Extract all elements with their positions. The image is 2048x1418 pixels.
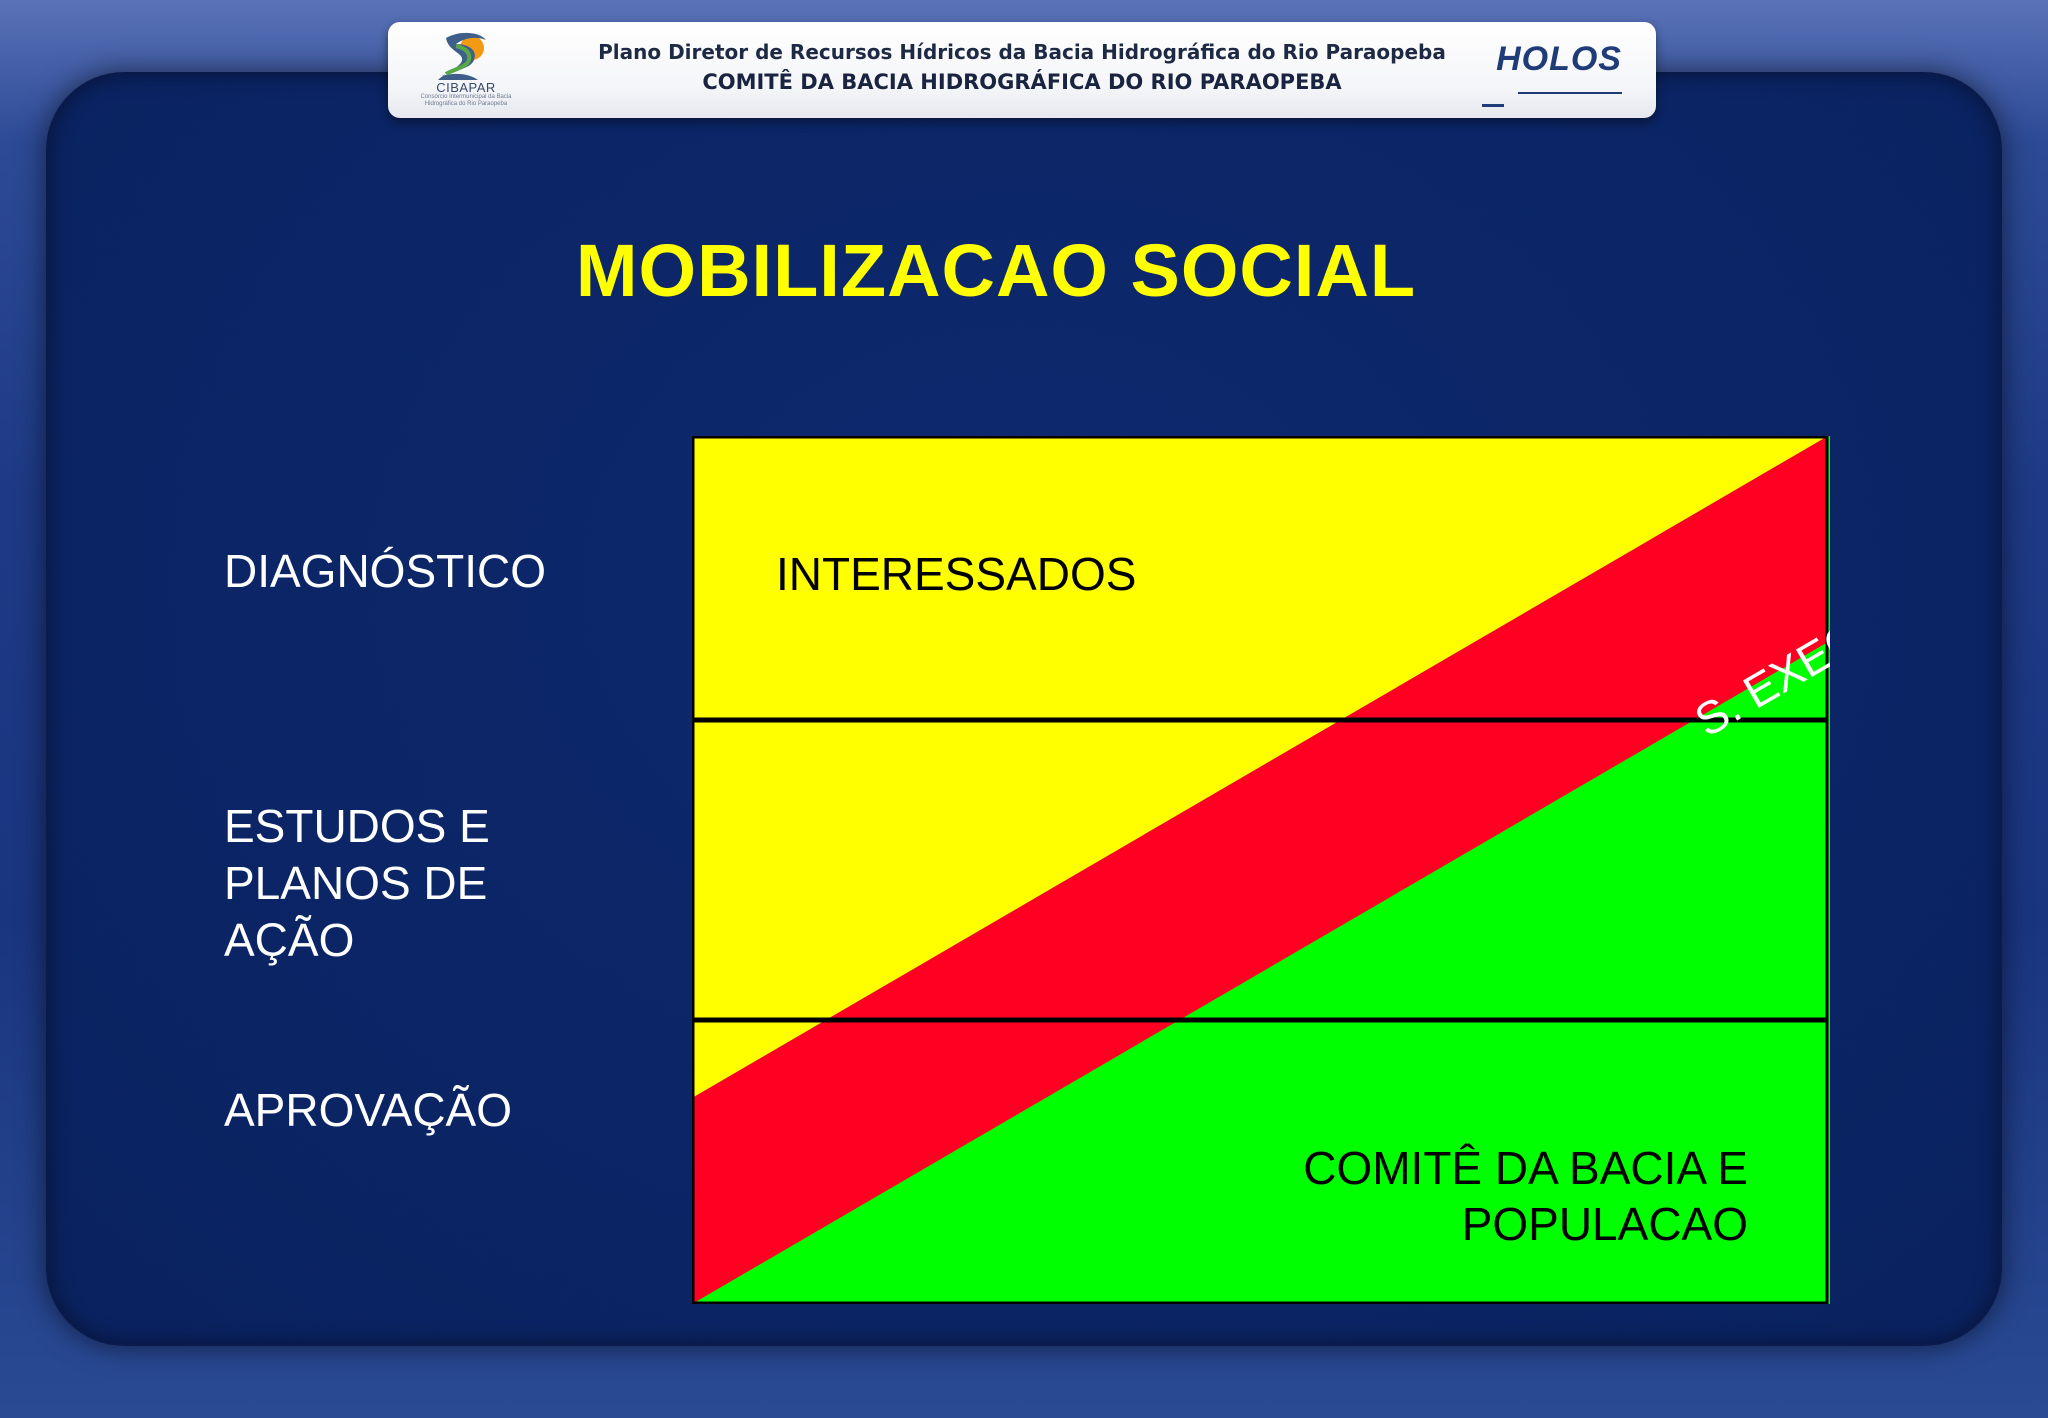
cibapar-logo-subtitle: Consórcio Intermunicipal da Bacia Hidrog… [420, 94, 512, 107]
bottom-region-label: COMITÊ DA BACIA E POPULACAO [1303, 1140, 1748, 1252]
bottom-region-label-line1: COMITÊ DA BACIA E [1303, 1142, 1748, 1194]
holos-logo: HOLOS [1482, 40, 1622, 107]
header-committee-title: COMITÊ DA BACIA HIDROGRÁFICA DO RIO PARA… [702, 70, 1342, 94]
cibapar-logo-name: CIBAPAR [436, 80, 496, 95]
cibapar-logo: CIBAPAR Consórcio Intermunicipal da Baci… [416, 26, 516, 116]
top-region-label: INTERESSADOS [776, 548, 1137, 600]
mobilization-diagram: S. EXEC. + GTAP + HOLOS INTERESSADOS COM… [692, 436, 1830, 1304]
row-label-diagnostico: DIAGNÓSTICO [224, 545, 547, 597]
holos-logo-dash [1482, 104, 1504, 107]
row-label-estudos: ESTUDOS E PLANOS DE AÇÃO [224, 798, 490, 969]
mobilization-diagram-graphic: S. EXEC. + GTAP + HOLOS [692, 436, 1830, 1304]
holos-logo-name: HOLOS [1496, 40, 1622, 78]
row-label-estudos-line1: ESTUDOS E [224, 800, 490, 852]
row-label-aprovacao: APROVAÇÃO [224, 1084, 512, 1136]
holos-logo-underline [1518, 92, 1622, 94]
diagonal-band-fill [692, 436, 1828, 1304]
bottom-region-label-line2: POPULACAO [1461, 1198, 1748, 1250]
cibapar-river-icon [438, 32, 486, 80]
header-plan-title: Plano Diretor de Recursos Hídricos da Ba… [598, 40, 1446, 64]
slide-title: MOBILIZACAO SOCIAL [575, 229, 1417, 312]
diagram-border [692, 436, 1829, 1304]
header-banner: CIBAPAR Consórcio Intermunicipal da Baci… [388, 22, 1656, 118]
row-label-estudos-line2: PLANOS DE [224, 857, 488, 909]
row-label-estudos-line3: AÇÃO [224, 914, 355, 966]
